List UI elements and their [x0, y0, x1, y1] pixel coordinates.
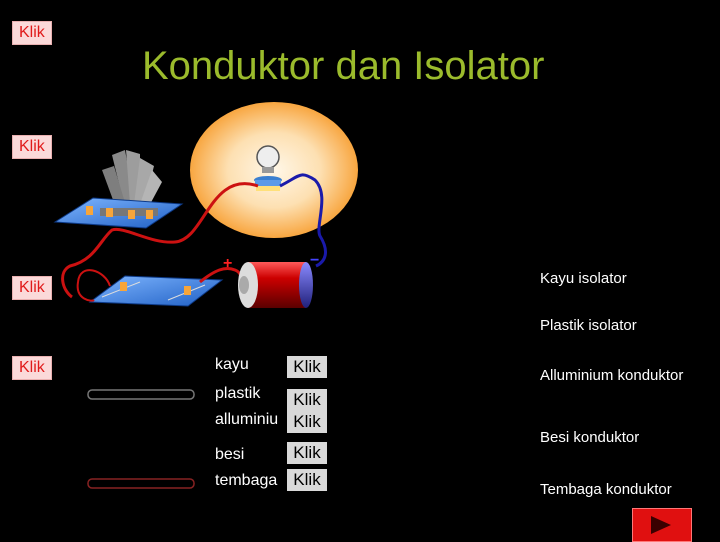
play-triangle-icon [651, 516, 671, 534]
rod-alluminium [87, 389, 195, 400]
plus-sign: + [223, 255, 233, 272]
klik-tembaga-button[interactable]: Klik [287, 469, 327, 491]
result-alluminium: Alluminium konduktor [540, 367, 684, 384]
klik-button-4[interactable]: Klik [12, 356, 52, 380]
minus-sign: − [310, 252, 320, 269]
klik-button-1[interactable]: Klik [12, 21, 52, 45]
switch-blades [102, 150, 162, 208]
battery-icon [238, 262, 313, 308]
result-tembaga: Tembaga konduktor [540, 481, 672, 498]
result-besi: Besi konduktor [540, 429, 640, 446]
klik-button-3[interactable]: Klik [12, 276, 52, 300]
material-label-kayu: kayu [215, 356, 249, 373]
material-label-plastik: plastik [215, 385, 261, 402]
result-kayu: Kayu isolator [540, 270, 627, 287]
red-wire-1 [61, 182, 259, 299]
next-button[interactable] [632, 508, 692, 542]
klik-button-2[interactable]: Klik [12, 135, 52, 159]
material-label-besi: besi [215, 446, 245, 463]
blue-wire [279, 173, 327, 268]
klik-plastik-button[interactable]: Klik [287, 389, 327, 411]
material-label-tembaga: tembaga [215, 472, 278, 489]
page-title: Konduktor dan Isolator [142, 44, 545, 88]
material-label-alluminium: alluminiu [215, 411, 279, 428]
klik-besi-button[interactable]: Klik [287, 442, 327, 464]
result-plastik: Plastik isolator [540, 317, 637, 334]
light-bulb-icon [254, 145, 282, 191]
rod-tembaga [87, 478, 195, 489]
klik-kayu-button[interactable]: Klik [287, 356, 327, 378]
klik-alluminium-button[interactable]: Klik [287, 411, 327, 433]
